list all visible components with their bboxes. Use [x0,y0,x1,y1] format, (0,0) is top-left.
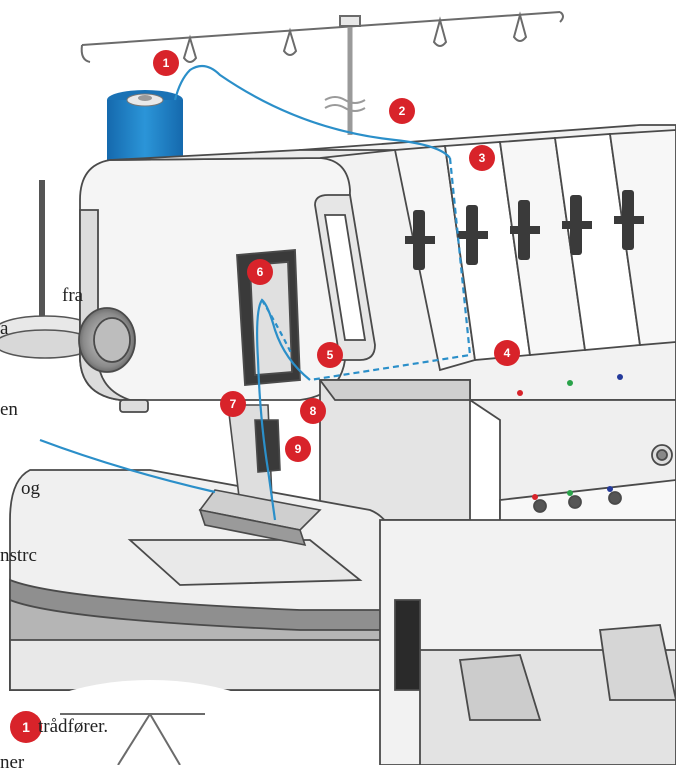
callout-9: 9 [285,436,311,462]
inset-callout-1: 1 [22,719,30,735]
text-fragment-og: og [21,478,40,499]
inset-thread-guide: 1 [10,680,290,774]
spool-pin [0,180,96,359]
svg-text:4: 4 [504,346,511,360]
text-fragment-en: en [0,399,18,420]
presser-foot [198,404,322,547]
machine-body [78,124,676,413]
callout-3: 3 [469,145,495,171]
thread-path [39,64,472,521]
text-fragment-nstrc: nstrc [0,545,37,566]
callout-1: 1 [153,50,179,76]
thread-spool [107,90,183,160]
callout-8: 8 [300,398,326,424]
callout-4: 4 [494,340,520,366]
text-fragment-a: a [0,318,9,339]
svg-text:8: 8 [310,404,317,418]
callout-6: 6 [247,259,273,285]
svg-text:3: 3 [479,151,486,165]
callout-2: 2 [389,98,415,124]
color-markers [517,374,623,500]
svg-text:5: 5 [327,348,334,362]
text-fragment-bottom: ner [0,752,25,773]
svg-text:6: 6 [257,265,264,279]
svg-text:9: 9 [295,442,302,456]
callout-7: 7 [220,391,246,417]
text-fragment-tradforer: trådfører. [38,716,109,737]
svg-text:2: 2 [399,104,406,118]
thread-stand [80,11,564,135]
callout-5: 5 [317,342,343,368]
svg-text:1: 1 [163,56,170,70]
svg-text:7: 7 [230,397,237,411]
text-fragment-fra: fra [62,285,84,306]
